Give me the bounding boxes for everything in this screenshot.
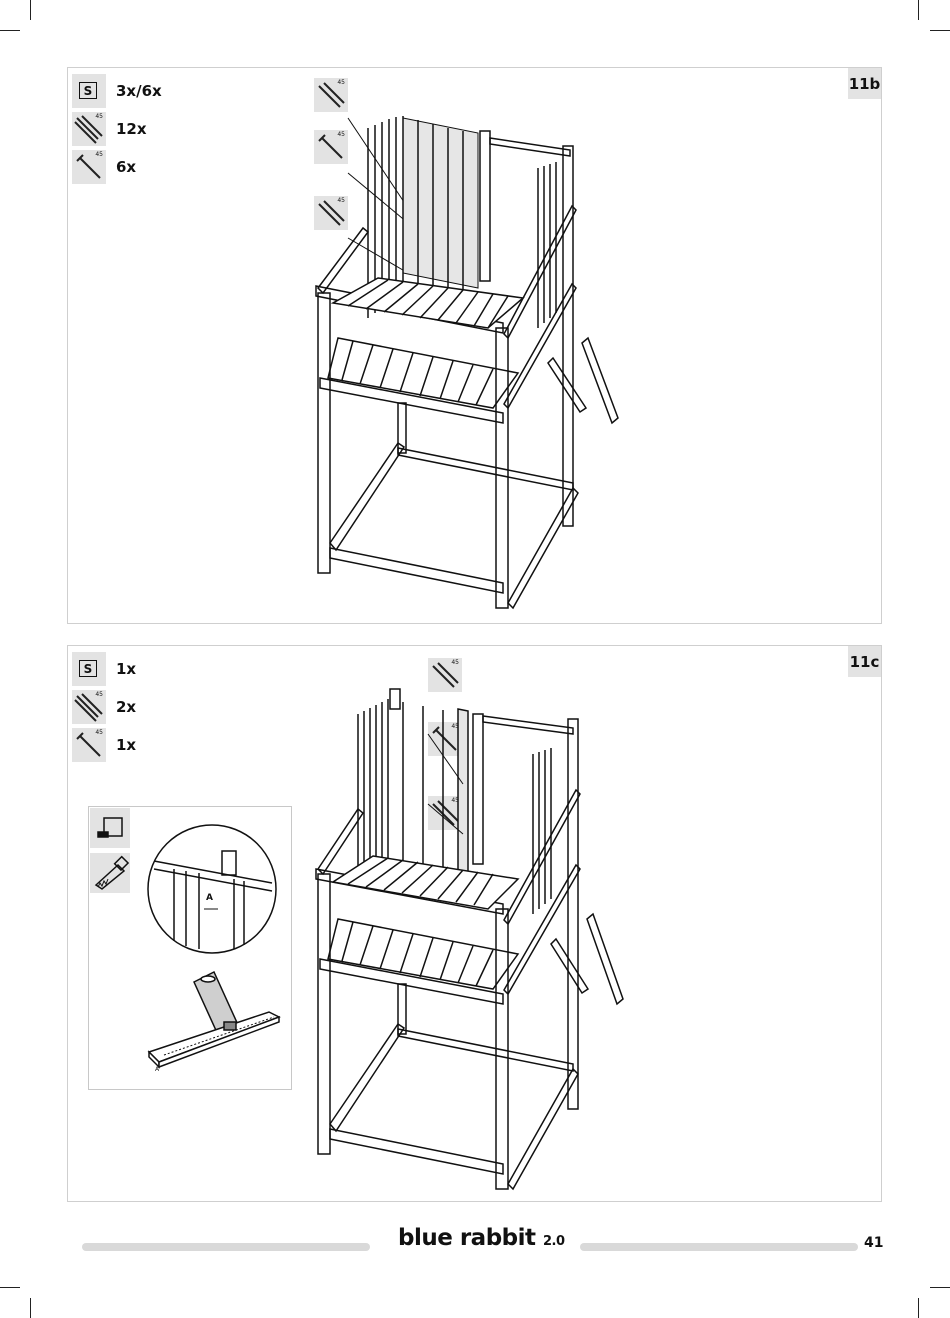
dimension-label: A (206, 893, 213, 903)
s-bag-icon: S (72, 74, 106, 108)
screw-length: 45 (451, 723, 459, 730)
brand-logo: blue rabbit 2.0 (398, 1225, 565, 1251)
part-quantity: 1x (116, 736, 137, 754)
crop-mark (930, 30, 950, 31)
crop-mark (0, 30, 20, 31)
screw-callout: 45 (428, 722, 462, 756)
screw-callout: 45 (314, 130, 348, 164)
saw-cutting-illustration (147, 970, 281, 1069)
part-row: 45 12x (72, 110, 162, 148)
part-quantity: 1x (116, 660, 137, 678)
screw-callout: 45 (314, 78, 348, 112)
part-row: 45 2x (72, 688, 136, 726)
screw-pair-icon: 45 (72, 690, 106, 724)
screw-icon: 45 (72, 150, 106, 184)
crop-mark (0, 1287, 20, 1288)
part-quantity: 3x/6x (116, 82, 162, 100)
part-quantity: 12x (116, 120, 147, 138)
footer-bar-left (82, 1243, 370, 1251)
part-row: 45 1x (72, 726, 136, 764)
s-bag-icon: S (72, 652, 106, 686)
screw-length: 45 (95, 691, 103, 698)
screw-length: 45 (95, 729, 103, 736)
crop-mark (918, 0, 919, 20)
screw-callout: 45 (428, 796, 462, 830)
crop-mark (30, 0, 31, 20)
step-label: 11b (848, 68, 881, 99)
brand-version: 2.0 (543, 1234, 565, 1249)
part-row: S 3x/6x (72, 72, 162, 110)
page-number: 41 (864, 1235, 884, 1251)
screw-length: 45 (337, 197, 345, 204)
crop-mark (930, 1287, 950, 1288)
part-quantity: 2x (116, 698, 137, 716)
screw-length: 45 (95, 113, 103, 120)
parts-list: S 1x 45 2x 45 1x (72, 650, 136, 764)
saw-icon (90, 853, 130, 893)
screw-pair-icon: 45 (72, 112, 106, 146)
part-row: S 1x (72, 650, 136, 688)
zoom-detail-circle (147, 824, 277, 954)
step-panel-11b: 11b S 3x/6x 45 12x 45 6x 45 45 4 (67, 67, 882, 624)
playhouse-illustration (315, 688, 624, 1191)
step-label: 11c (848, 646, 881, 677)
crop-mark (30, 1298, 31, 1318)
screw-icon: 45 (72, 728, 106, 762)
cutting-detail: A A (88, 806, 292, 1090)
screw-callout: 45 (314, 196, 348, 230)
brand-name: blue rabbit (398, 1225, 536, 1251)
footer-bar-right (580, 1243, 858, 1251)
parts-list: S 3x/6x 45 12x 45 6x (72, 72, 162, 186)
crop-mark (918, 1298, 919, 1318)
screw-length: 45 (337, 79, 345, 86)
square-ruler-icon (90, 808, 130, 848)
screw-length: 45 (451, 659, 459, 666)
screw-callout: 45 (428, 658, 462, 692)
playhouse-illustration (315, 116, 619, 610)
screw-length: 45 (95, 151, 103, 158)
part-row: 45 6x (72, 148, 162, 186)
screw-length: 45 (337, 131, 345, 138)
step-panel-11c: 11c S 1x 45 2x 45 1x (67, 645, 882, 1202)
part-quantity: 6x (116, 158, 137, 176)
dimension-label: A (155, 1066, 160, 1073)
screw-length: 45 (451, 797, 459, 804)
